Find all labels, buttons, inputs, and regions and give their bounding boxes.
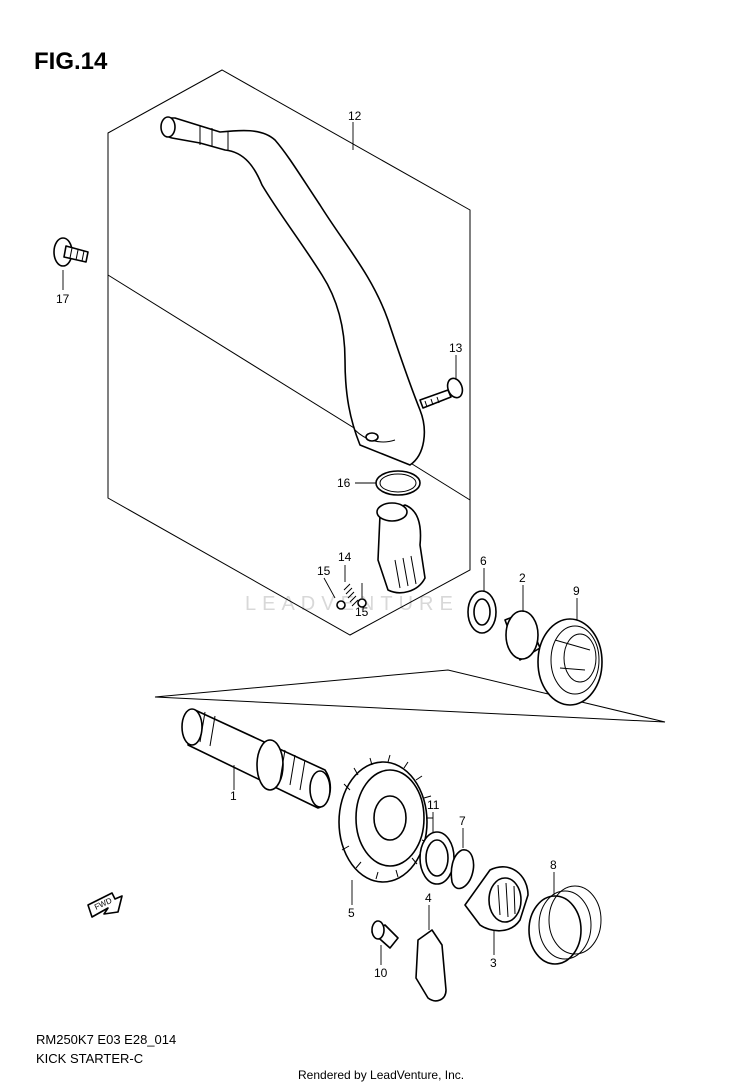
callout-6: 6 [480, 554, 487, 568]
figure-title: FIG.14 [34, 48, 108, 75]
kick-starter-lever[interactable] [160, 116, 426, 466]
callout-15-right: 15 [355, 605, 369, 619]
spring-14[interactable] [343, 583, 359, 607]
callout-14: 14 [338, 550, 352, 564]
callout-13: 13 [449, 341, 463, 355]
o-ring-16-inner [379, 473, 417, 493]
o-ring-16[interactable] [375, 470, 421, 496]
circlip-7[interactable] [450, 849, 475, 890]
callout-2: 2 [519, 571, 526, 585]
callout-8: 8 [550, 858, 557, 872]
footer-credit: Rendered by LeadVenture, Inc. [298, 1068, 465, 1082]
bolt-17[interactable] [53, 237, 89, 267]
diagram-code: RM250K7 E03 E28_014 [36, 1032, 177, 1047]
guide-bushing-2[interactable] [504, 610, 541, 661]
ball-15-right[interactable] [357, 598, 367, 608]
drive-gear-3[interactable] [464, 866, 529, 932]
ball-15-left[interactable] [336, 600, 346, 610]
callout-17: 17 [56, 292, 70, 306]
callout-5: 5 [348, 906, 355, 920]
return-spring-9[interactable] [537, 618, 603, 706]
forward-arrow-icon: FWD [87, 892, 123, 918]
callout-7: 7 [459, 814, 466, 828]
callout-16: 16 [337, 476, 351, 490]
callout-10: 10 [374, 966, 388, 980]
lever-boss[interactable] [376, 502, 426, 594]
callout-3: 3 [490, 956, 497, 970]
group-divider-line [107, 274, 471, 501]
bolt-10[interactable] [371, 920, 399, 949]
kick-starter-shaft-1[interactable] [181, 708, 332, 809]
watermark-text: LEADVENTURE [245, 593, 459, 615]
spring-8[interactable] [528, 885, 602, 965]
bolt-13[interactable] [419, 376, 465, 409]
callout-15-left: 15 [317, 564, 331, 578]
leader-lines [62, 122, 578, 965]
washer-11[interactable] [419, 831, 455, 885]
driven-gear-5[interactable] [338, 754, 433, 883]
lever-group-outline [107, 69, 471, 636]
stopper-plate-4[interactable] [415, 929, 447, 1002]
callout-1: 1 [230, 789, 237, 803]
diagram-name: KICK STARTER-C [36, 1051, 144, 1066]
callout-9: 9 [573, 584, 580, 598]
callout-4: 4 [425, 891, 432, 905]
oil-seal-6[interactable] [467, 590, 497, 634]
callout-12: 12 [348, 109, 362, 123]
callout-11: 11 [427, 798, 440, 812]
